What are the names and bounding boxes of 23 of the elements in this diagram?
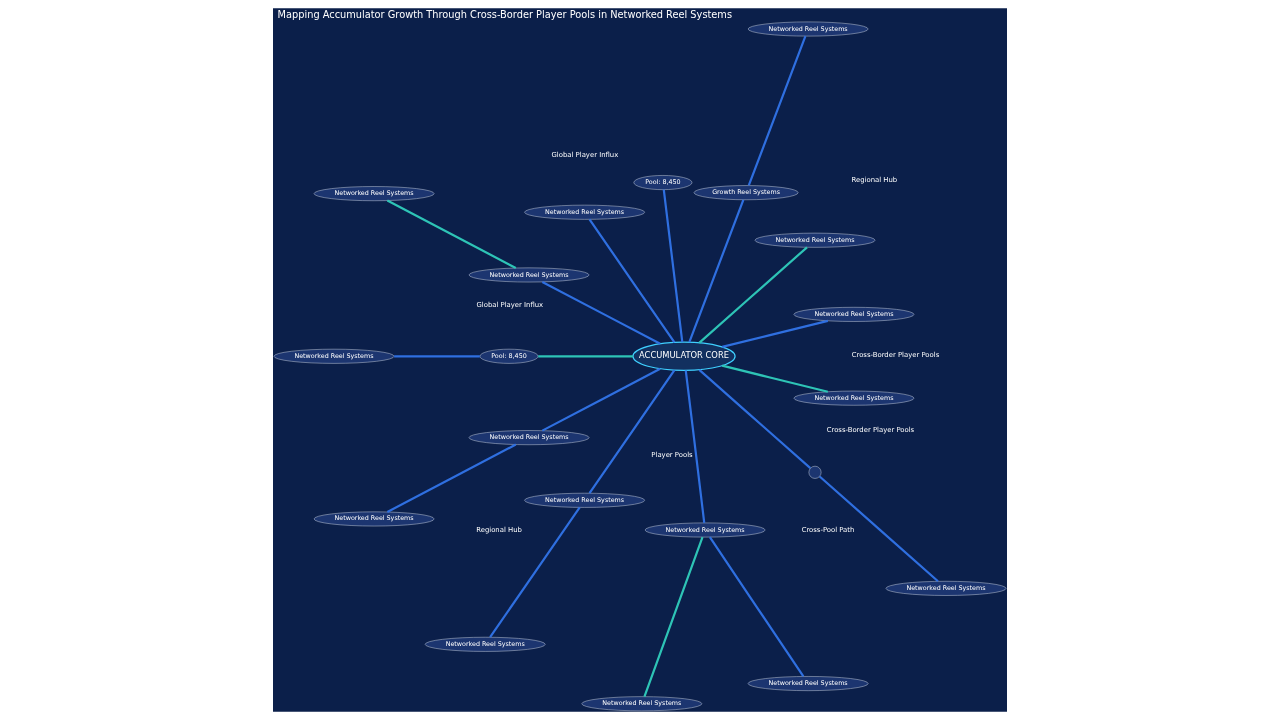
node-ellipse: ACCUMULATOR CORE [632, 341, 736, 371]
connector [662, 189, 684, 343]
connector [394, 355, 480, 358]
connector [688, 199, 745, 343]
connector [588, 218, 676, 344]
connector [698, 246, 808, 344]
connector [541, 280, 661, 345]
connector [708, 536, 805, 678]
node-circle [808, 465, 822, 479]
connector [643, 536, 704, 697]
connector [721, 319, 829, 348]
connector [386, 199, 517, 269]
connector [386, 443, 517, 513]
connector [538, 355, 633, 358]
diagram-title: Mapping Accumulator Growth Through Cross-Border Player Pools in Networked Reel Systems [277, 8, 733, 20]
connector [698, 369, 812, 470]
connector [721, 364, 829, 393]
connector [541, 367, 661, 432]
connector [588, 369, 676, 494]
connector [818, 475, 939, 583]
connector [747, 35, 807, 186]
connector [684, 370, 706, 523]
connector [489, 506, 581, 638]
